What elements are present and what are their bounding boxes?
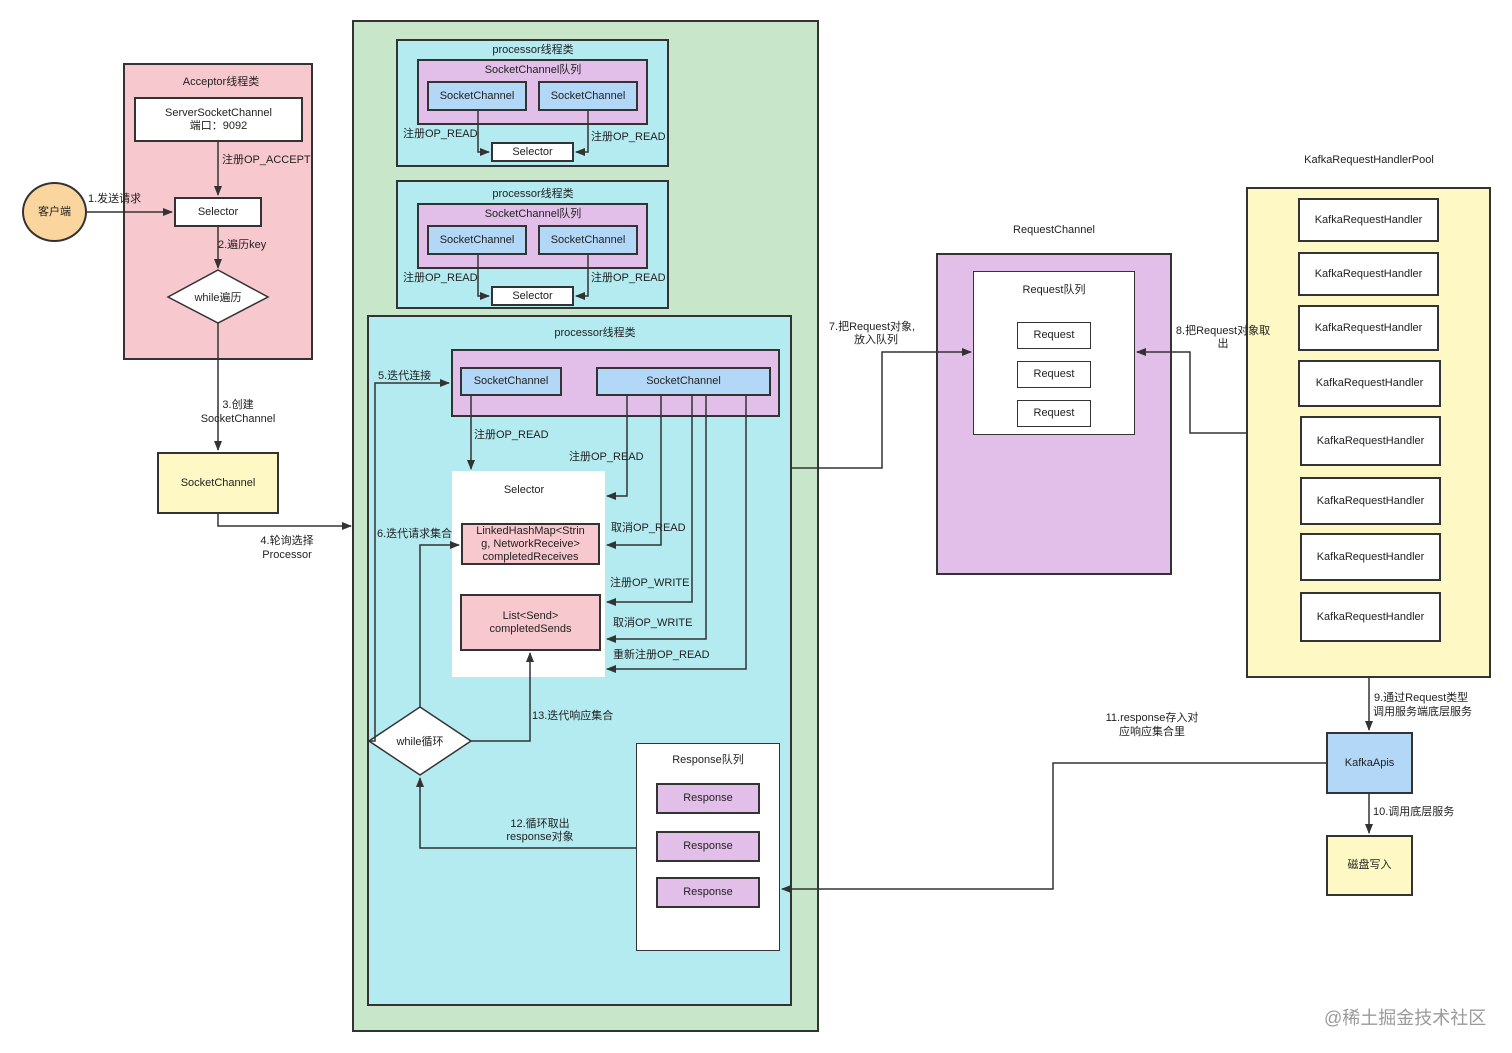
main-processor-title: processor线程类 bbox=[554, 327, 636, 339]
label-reregister-read: 重新注册OP_READ bbox=[613, 649, 710, 661]
request-handler-7: KafkaRequestHandler bbox=[1300, 533, 1441, 581]
processor-2-socketchannel-b: SocketChannel bbox=[538, 225, 638, 255]
processor-2-queue-title: SocketChannel队列 bbox=[484, 208, 582, 220]
completed-sends-box: List<Send> completedSends bbox=[460, 594, 601, 651]
response-item-1: Response bbox=[656, 783, 760, 814]
processor-2-socketchannel-a: SocketChannel bbox=[427, 225, 527, 255]
kafka-apis-box: KafkaApis bbox=[1326, 732, 1413, 794]
label-poll-processor-1: 4.轮询选择 bbox=[260, 535, 314, 547]
processor-2-selector: Selector bbox=[491, 286, 574, 306]
processor-1-socketchannel-a: SocketChannel bbox=[427, 81, 527, 111]
processor-while-loop: while循环 bbox=[396, 736, 444, 748]
handler-pool-title: KafkaRequestHandlerPool bbox=[1304, 154, 1434, 166]
request-handler-4: KafkaRequestHandler bbox=[1298, 360, 1441, 407]
completed-sends-line-1: List<Send> bbox=[502, 609, 559, 622]
label-take-request-2: 出 bbox=[1217, 338, 1229, 350]
created-socketchannel-box: SocketChannel bbox=[157, 452, 279, 514]
processor-1-register-read-left: 注册OP_READ bbox=[403, 128, 478, 140]
processor-2-register-read-right: 注册OP_READ bbox=[591, 272, 666, 284]
processor-1-socketchannel-b: SocketChannel bbox=[538, 81, 638, 111]
response-queue-title: Response队列 bbox=[672, 754, 744, 766]
processor-1-register-read-right: 注册OP_READ bbox=[591, 131, 666, 143]
acceptor-title: Acceptor线程类 bbox=[182, 76, 260, 88]
label-call-service-1: 9.通过Request类型 bbox=[1374, 692, 1469, 704]
label-selector-register-read: 注册OP_READ bbox=[569, 451, 644, 463]
processor-2-register-read-left: 注册OP_READ bbox=[403, 272, 478, 284]
main-socketchannel-a: SocketChannel bbox=[460, 367, 562, 396]
request-handler-8: KafkaRequestHandler bbox=[1300, 592, 1441, 642]
label-register-write: 注册OP_WRITE bbox=[610, 577, 690, 589]
completed-sends-line-2: completedSends bbox=[489, 622, 572, 635]
label-take-request-1: 8.把Request对象取 bbox=[1175, 325, 1271, 337]
request-handler-1: KafkaRequestHandler bbox=[1298, 198, 1439, 242]
server-socket-channel-box: ServerSocketChannel 端口：9092 bbox=[134, 97, 303, 142]
label-store-response-1: 11.response存入对 bbox=[1105, 712, 1199, 724]
request-channel-title: RequestChannel bbox=[1013, 224, 1095, 236]
label-put-request-2: 放入队列 bbox=[854, 334, 898, 346]
acceptor-while-loop: while遍历 bbox=[194, 291, 242, 304]
completed-receives-box: LinkedHashMap<Strin g, NetworkReceive> c… bbox=[461, 523, 600, 565]
completed-receives-line-1: LinkedHashMap<Strin bbox=[476, 524, 585, 537]
label-cancel-read: 取消OP_READ bbox=[611, 522, 686, 534]
label-send-request: 1.发送请求 bbox=[88, 193, 142, 205]
label-create-channel-2: SocketChannel bbox=[200, 413, 276, 425]
label-cancel-write: 取消OP_WRITE bbox=[613, 617, 693, 629]
label-iterate-key: 2.遍历key bbox=[218, 239, 267, 251]
label-store-response-2: 应响应集合里 bbox=[1119, 726, 1185, 738]
response-item-3: Response bbox=[656, 877, 760, 908]
request-item-1: Request bbox=[1017, 322, 1091, 349]
processor-1-queue-title: SocketChannel队列 bbox=[484, 64, 582, 76]
request-queue-title: Request队列 bbox=[1022, 284, 1086, 296]
processor-1-selector: Selector bbox=[491, 142, 574, 162]
request-handler-3: KafkaRequestHandler bbox=[1298, 305, 1439, 351]
label-loop-take-2: response对象 bbox=[506, 831, 574, 843]
request-item-3: Request bbox=[1017, 400, 1091, 427]
acceptor-selector-box: Selector bbox=[174, 197, 262, 227]
label-call-lower: 10.调用底层服务 bbox=[1373, 806, 1455, 818]
client-node: 客户端 bbox=[22, 182, 87, 242]
label-iterate-requests: 6.迭代请求集合 bbox=[377, 528, 453, 540]
request-item-2: Request bbox=[1017, 361, 1091, 388]
completed-receives-line-2: g, NetworkReceive> bbox=[481, 537, 580, 550]
main-selector-title: Selector bbox=[503, 484, 545, 496]
label-register-accept: 注册OP_ACCEPT bbox=[222, 154, 311, 166]
request-handler-6: KafkaRequestHandler bbox=[1300, 477, 1441, 525]
label-iterate-connect: 5.迭代连接 bbox=[378, 370, 432, 382]
label-main-register-read: 注册OP_READ bbox=[474, 429, 549, 441]
request-handler-5: KafkaRequestHandler bbox=[1300, 416, 1441, 466]
server-port-label: 端口：9092 bbox=[189, 119, 248, 132]
server-socket-label: ServerSocketChannel bbox=[164, 106, 272, 119]
label-loop-take-1: 12.循环取出 bbox=[510, 818, 570, 830]
label-poll-processor-2: Processor bbox=[262, 549, 312, 561]
processor-2-title: processor线程类 bbox=[492, 188, 574, 200]
label-call-service-2: 调用服务端底层服务 bbox=[1373, 706, 1472, 718]
request-handler-2: KafkaRequestHandler bbox=[1298, 252, 1439, 296]
watermark-text: @稀土掘金技术社区 bbox=[1324, 1008, 1487, 1028]
label-create-channel-1: 3.创建 bbox=[222, 399, 254, 411]
main-socketchannel-b: SocketChannel bbox=[596, 367, 771, 396]
response-item-2: Response bbox=[656, 831, 760, 862]
label-iterate-responses: 13.迭代响应集合 bbox=[532, 710, 614, 722]
label-put-request-1: 7.把Request对象, bbox=[828, 321, 916, 333]
processor-1-title: processor线程类 bbox=[492, 44, 574, 56]
completed-receives-line-3: completedReceives bbox=[482, 550, 579, 563]
disk-write-box: 磁盘写入 bbox=[1326, 835, 1413, 896]
